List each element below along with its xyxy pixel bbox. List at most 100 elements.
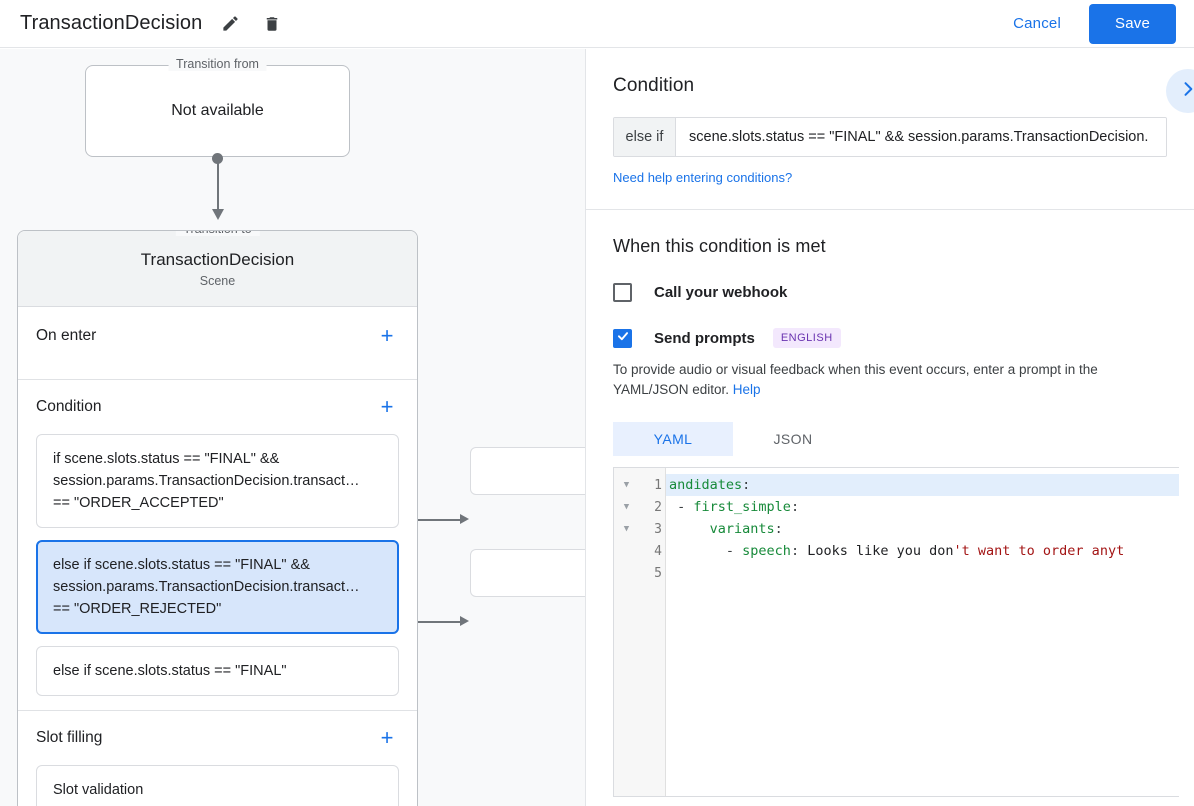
code-line: - first_simple: [666,496,1179,518]
condition-item-selected[interactable]: else if scene.slots.status == "FINAL" &&… [36,540,399,634]
condition-input[interactable] [676,118,1166,156]
line-number: 1 [654,477,662,493]
condition-item[interactable]: if scene.slots.status == "FINAL" && sess… [36,434,399,528]
code-token [669,521,710,537]
condition-line: else if scene.slots.status == "FINAL" && [53,557,310,573]
arrow-head-icon [211,209,224,220]
line-number: 4 [654,543,662,559]
send-prompts-label: Send prompts [654,329,755,347]
send-prompts-checkbox[interactable] [613,328,632,348]
prompts-hint: To provide audio or visual feedback when… [613,360,1167,400]
panel-collapse-button[interactable] [1166,69,1194,113]
fold-spacer [614,540,639,562]
code-token: first_simple [693,499,791,515]
scene-title: TransactionDecision [140,249,295,269]
panel-body: When this condition is met Call your web… [586,210,1194,456]
code-token: - [669,543,743,559]
fold-spacer [614,562,639,584]
section-header: On enter + [36,307,399,365]
edit-name-button[interactable] [216,10,244,38]
top-bar: TransactionDecision Cancel Save [0,0,1194,48]
section-on-enter: On enter + [18,307,417,380]
condition-line: if scene.slots.status == "FINAL" && [53,451,280,467]
prompts-help-link[interactable]: Help [732,382,761,397]
slot-filling-item[interactable]: Slot validation [36,765,399,806]
cancel-button[interactable]: Cancel [999,7,1075,40]
check-icon [616,329,630,348]
section-label: Slot filling [36,729,103,746]
page-title: TransactionDecision [20,12,203,34]
connector-arrow-icon [460,616,469,626]
chevron-right-icon [1178,79,1194,104]
fold-toggle-icon[interactable]: ▼ [623,524,630,534]
section-condition: Condition + if scene.slots.status == "FI… [18,380,417,711]
editor-line-numbers: 1 2 3 4 5 [639,468,666,796]
code-token: : [774,521,783,537]
save-button[interactable]: Save [1089,3,1176,44]
code-token: Looks like you don [807,543,954,559]
section-header: Condition + [36,380,399,434]
condition-item[interactable]: else if scene.slots.status == "FINAL" [36,646,399,696]
condition-prefix-label: else if [614,118,676,156]
scene-subtitle: Scene [199,273,236,288]
code-line: andidates: [666,474,1179,496]
editor-format-tabs: YAML JSON [613,422,1167,456]
tab-json[interactable]: JSON [773,431,813,447]
pencil-icon [221,14,240,33]
code-token: andidates [669,477,743,493]
condition-input-row[interactable]: else if [613,117,1167,157]
line-number: 5 [654,565,662,581]
webhook-row[interactable]: Call your webhook [613,283,1167,302]
scene-header[interactable]: TransactionDecision Scene [18,231,417,307]
linked-node-rejected[interactable] [470,549,585,597]
section-label: On enter [36,327,97,344]
condition-line: == "ORDER_ACCEPTED" [53,495,224,511]
code-token: : [790,543,808,559]
webhook-checkbox[interactable] [613,283,632,302]
condition-line: session.params.TransactionDecision.trans… [53,579,360,595]
tab-yaml[interactable]: YAML [613,422,733,456]
slot-filling-label: Slot validation [53,782,144,798]
section-label: Condition [36,398,102,415]
arrow-line [217,158,219,214]
prompts-hint-text: To provide audio or visual feedback when… [613,362,1098,397]
plus-icon[interactable]: + [380,394,394,419]
code-line: variants: [666,518,1179,540]
editor-code-area[interactable]: andidates: - first_simple: variants: - s… [666,468,1179,796]
editor-fold-gutter[interactable]: ▼ ▼ ▼ [614,468,639,796]
panel-header: Condition else if Need help entering con… [586,49,1194,210]
code-token: : [742,477,751,493]
condition-line: else if scene.slots.status == "FINAL" [53,663,287,679]
transition-from-box: Transition from Not available [85,57,350,157]
fold-toggle-icon[interactable]: ▼ [623,480,630,490]
delete-button[interactable] [258,10,286,38]
transition-to-card: Transition to TransactionDecision Scene … [17,230,418,806]
code-editor[interactable]: ▼ ▼ ▼ 1 2 3 4 5 andidates: - first_simpl… [613,467,1179,797]
condition-help-link[interactable]: Need help entering conditions? [613,170,793,185]
code-token: speech [742,543,791,559]
trash-icon [263,15,281,33]
linked-node-accepted[interactable] [470,447,585,495]
code-token: : [790,499,800,515]
code-line: - speech: Looks like you don't want to o… [666,540,1179,562]
plus-icon[interactable]: + [380,725,394,750]
code-token: variants [709,521,775,537]
plus-icon[interactable]: + [380,323,394,348]
send-prompts-row[interactable]: Send prompts ENGLISH [613,328,1167,348]
panel-heading: Condition [613,75,695,96]
connector-arrow-icon [460,514,469,524]
code-token: - [669,499,694,515]
connector-line [404,519,462,521]
flow-canvas[interactable]: Transition from Not available Transition… [0,49,585,806]
line-number: 3 [654,521,662,537]
section-slot-filling: Slot filling + Slot validation [18,711,417,806]
condition-detail-panel: Condition else if Need help entering con… [585,49,1194,806]
code-token: 't want to order anyt [953,543,1125,559]
transition-from-legend: Transition from [168,57,267,71]
when-condition-met-heading: When this condition is met [613,236,826,256]
code-line [666,562,1179,584]
connector-line [404,621,462,623]
fold-toggle-icon[interactable]: ▼ [623,502,630,512]
transition-from-value: Not available [171,102,264,119]
transition-to-legend: Transition to [175,231,260,236]
